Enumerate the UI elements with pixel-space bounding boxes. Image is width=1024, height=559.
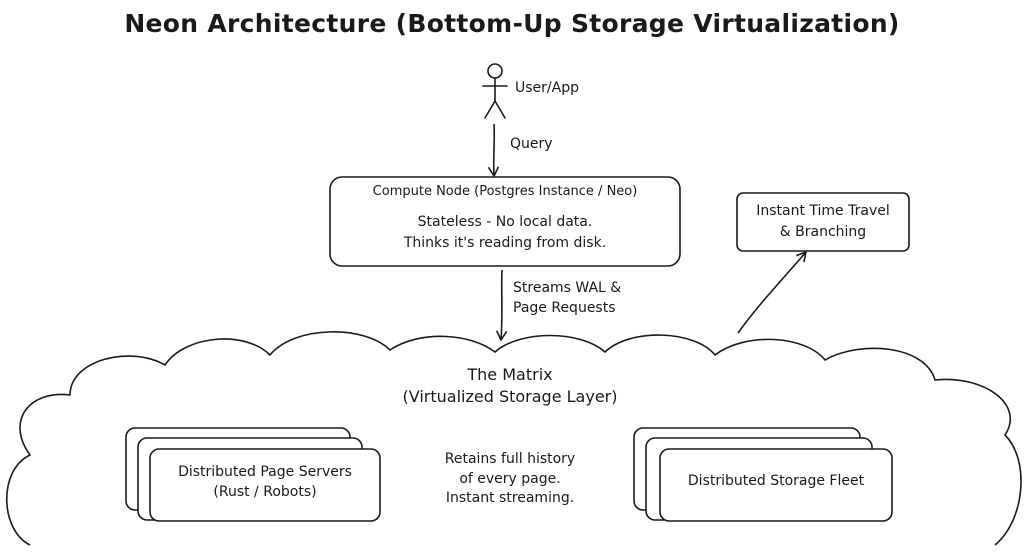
compute-node-line1: Stateless - No local data. <box>417 214 593 230</box>
diagram-title: Neon Architecture (Bottom-Up Storage Vir… <box>124 9 900 38</box>
time-travel-line2: & Branching <box>779 224 867 240</box>
time-travel-box <box>736 192 910 252</box>
page-servers-line1: Distributed Page Servers <box>178 464 352 480</box>
streams-arrow <box>495 269 508 341</box>
query-arrow <box>487 123 500 177</box>
compute-node-box <box>329 176 681 267</box>
actor-label: User/App <box>515 80 579 96</box>
storage-fleet-stack <box>633 427 893 522</box>
matrix-note-line2: of every page. <box>459 471 561 487</box>
time-travel-line1: Instant Time Travel <box>756 203 890 219</box>
query-label: Query <box>510 136 553 152</box>
page-servers-line2: (Rust / Robots) <box>213 484 317 500</box>
matrix-subtitle: (Virtualized Storage Layer) <box>402 387 618 406</box>
matrix-note-line3: Instant streaming. <box>445 490 575 506</box>
compute-node-title: Compute Node (Postgres Instance / Neo) <box>372 184 638 199</box>
matrix-note-line1: Retains full history <box>444 451 576 467</box>
user-actor-icon <box>482 63 508 119</box>
page-servers-stack <box>125 427 381 522</box>
streams-label-line1: Streams WAL & <box>513 280 622 296</box>
storage-fleet-label: Distributed Storage Fleet <box>687 473 865 489</box>
matrix-title: The Matrix <box>467 365 553 384</box>
compute-node-line2: Thinks it's reading from disk. <box>403 235 607 251</box>
time-travel-arrow <box>737 251 807 334</box>
streams-label-line2: Page Requests <box>513 300 616 316</box>
